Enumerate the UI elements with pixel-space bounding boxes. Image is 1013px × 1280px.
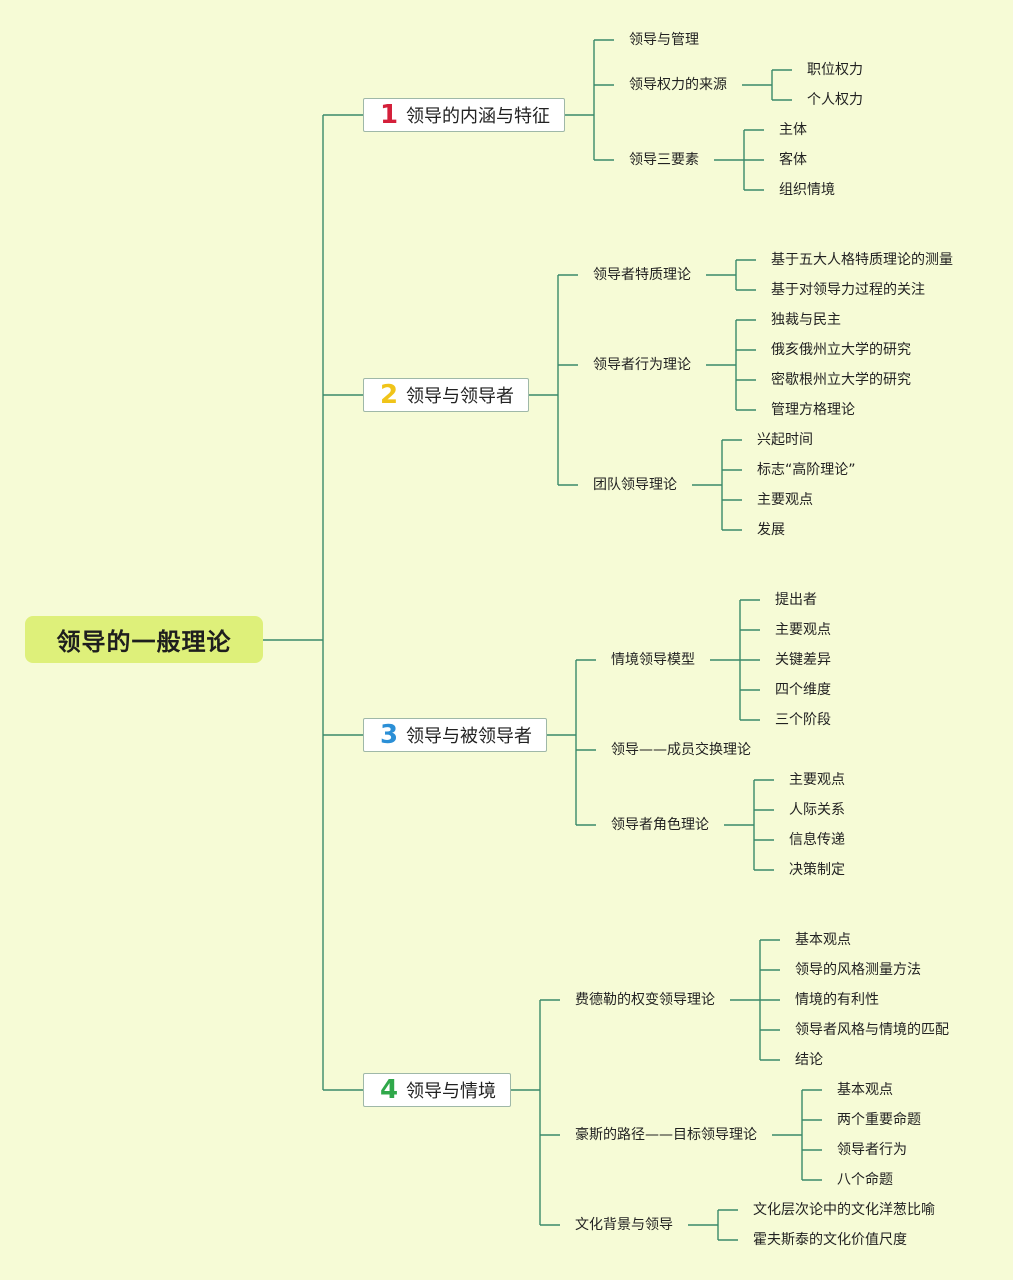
subtopic-node[interactable]: 费德勒的权变领导理论	[575, 992, 715, 1008]
leaf-node[interactable]: 情境的有利性	[795, 992, 879, 1008]
leaf-node[interactable]: 独裁与民主	[771, 312, 841, 328]
subtopic-node[interactable]: 豪斯的路径——目标领导理论	[575, 1127, 757, 1143]
branch-number: 1	[380, 100, 399, 130]
leaf-node[interactable]: 领导者行为	[837, 1142, 907, 1158]
leaf-node[interactable]: 四个维度	[775, 682, 831, 698]
subtopic-node[interactable]: 领导权力的来源	[629, 77, 727, 93]
subtopic-node[interactable]: 领导者行为理论	[593, 357, 691, 373]
leaf-node[interactable]: 基本观点	[837, 1082, 893, 1098]
leaf-node[interactable]: 基于对领导力过程的关注	[771, 282, 925, 298]
leaf-node[interactable]: 领导的风格测量方法	[795, 962, 921, 978]
subtopic-node[interactable]: 领导三要素	[629, 152, 699, 168]
subtopic-node[interactable]: 文化背景与领导	[575, 1217, 673, 1233]
leaf-node[interactable]: 决策制定	[789, 862, 845, 878]
leaf-node[interactable]: 发展	[757, 522, 785, 538]
leaf-node[interactable]: 文化层次论中的文化洋葱比喻	[753, 1202, 935, 1218]
subtopic-node[interactable]: 情境领导模型	[611, 652, 695, 668]
leaf-node[interactable]: 主体	[779, 122, 807, 138]
leaf-node[interactable]: 密歇根州立大学的研究	[771, 372, 911, 388]
subtopic-node[interactable]: 领导者特质理论	[593, 267, 691, 283]
leaf-node[interactable]: 人际关系	[789, 802, 845, 818]
leaf-node[interactable]: 俄亥俄州立大学的研究	[771, 342, 911, 358]
leaf-node[interactable]: 兴起时间	[757, 432, 813, 448]
leaf-node[interactable]: 提出者	[775, 592, 817, 608]
branch-node-2[interactable]: 2 领导与领导者	[363, 378, 529, 412]
branch-node-1[interactable]: 1 领导的内涵与特征	[363, 98, 565, 132]
branch-number: 2	[380, 380, 399, 410]
leaf-node[interactable]: 主要观点	[789, 772, 845, 788]
leaf-node[interactable]: 客体	[779, 152, 807, 168]
leaf-node[interactable]: 组织情境	[779, 182, 835, 198]
leaf-node[interactable]: 信息传递	[789, 832, 845, 848]
leaf-node[interactable]: 基本观点	[795, 932, 851, 948]
leaf-node[interactable]: 标志“高阶理论”	[757, 462, 856, 478]
subtopic-node[interactable]: 领导与管理	[629, 32, 699, 48]
leaf-node[interactable]: 领导者风格与情境的匹配	[795, 1022, 949, 1038]
leaf-node[interactable]: 三个阶段	[775, 712, 831, 728]
branch-node-3[interactable]: 3 领导与被领导者	[363, 718, 547, 752]
branch-label: 领导与被领导者	[406, 726, 532, 747]
leaf-node[interactable]: 主要观点	[757, 492, 813, 508]
subtopic-node[interactable]: 团队领导理论	[593, 477, 677, 493]
branch-label: 领导与情境	[406, 1081, 496, 1102]
leaf-node[interactable]: 基于五大人格特质理论的测量	[771, 252, 953, 268]
leaf-node[interactable]: 霍夫斯泰的文化价值尺度	[753, 1232, 907, 1248]
leaf-node[interactable]: 结论	[795, 1052, 823, 1068]
leaf-node[interactable]: 个人权力	[807, 92, 863, 108]
leaf-node[interactable]: 八个命题	[837, 1172, 893, 1188]
leaf-node[interactable]: 职位权力	[807, 62, 863, 78]
branch-number: 4	[380, 1075, 399, 1105]
branch-label: 领导与领导者	[406, 386, 514, 407]
leaf-node[interactable]: 两个重要命题	[837, 1112, 921, 1128]
subtopic-node[interactable]: 领导者角色理论	[611, 817, 709, 833]
branch-number: 3	[380, 720, 399, 750]
branch-node-4[interactable]: 4 领导与情境	[363, 1073, 511, 1107]
root-node[interactable]: 领导的一般理论	[25, 616, 263, 663]
leaf-node[interactable]: 管理方格理论	[771, 402, 855, 418]
leaf-node[interactable]: 主要观点	[775, 622, 831, 638]
subtopic-node[interactable]: 领导——成员交换理论	[611, 742, 751, 758]
leaf-node[interactable]: 关键差异	[775, 652, 831, 668]
branch-label: 领导的内涵与特征	[406, 106, 550, 127]
